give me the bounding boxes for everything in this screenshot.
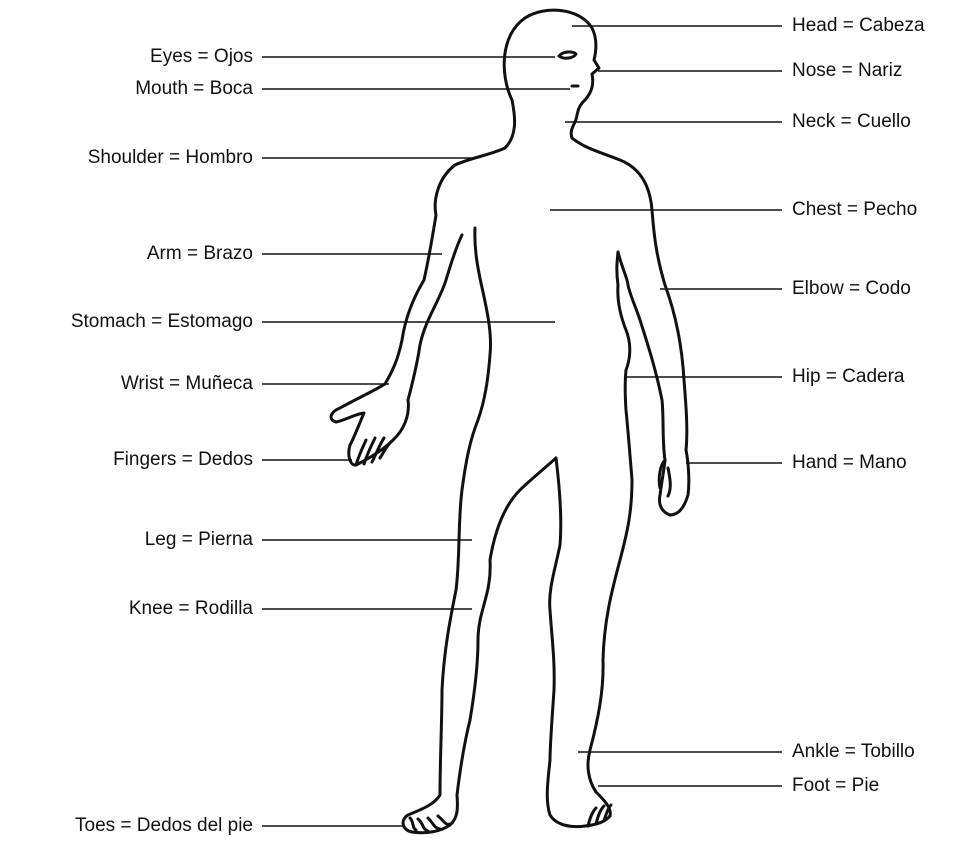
right-leg-inner [547,458,610,827]
label-toes: Toes = Dedos del pie [75,816,253,835]
label-elbow: Elbow = Codo [792,279,911,298]
label-nose: Nose = Nariz [792,61,902,80]
label-arm: Arm = Brazo [147,244,253,263]
right-inner-arm [618,252,628,285]
leader-lines [262,26,782,826]
label-wrist: Wrist = Muñeca [121,374,253,393]
label-shoulder: Shoulder = Hombro [88,148,253,167]
label-hip: Hip = Cadera [792,367,904,386]
label-stomach: Stomach = Estomago [71,312,253,331]
eye-shape [559,52,576,58]
label-chest: Chest = Pecho [792,200,917,219]
left-inner-arm [462,228,491,490]
label-neck: Neck = Cuello [792,112,911,131]
label-mouth: Mouth = Boca [135,79,253,98]
label-hand: Hand = Mano [792,453,907,472]
left-leg-outer [403,490,470,833]
label-leg: Leg = Pierna [145,530,253,549]
left-body-outline [331,100,515,465]
label-eyes: Eyes = Ojos [150,47,253,66]
label-knee: Knee = Rodilla [129,599,253,618]
label-ankle: Ankle = Tobillo [792,742,915,761]
head-outline [504,10,599,122]
left-leg-inner [470,458,556,720]
right-body-outline [588,252,632,816]
label-head: Head = Cabeza [792,16,925,35]
label-foot: Foot = Pie [792,776,879,795]
label-fingers: Fingers = Dedos [113,450,253,469]
